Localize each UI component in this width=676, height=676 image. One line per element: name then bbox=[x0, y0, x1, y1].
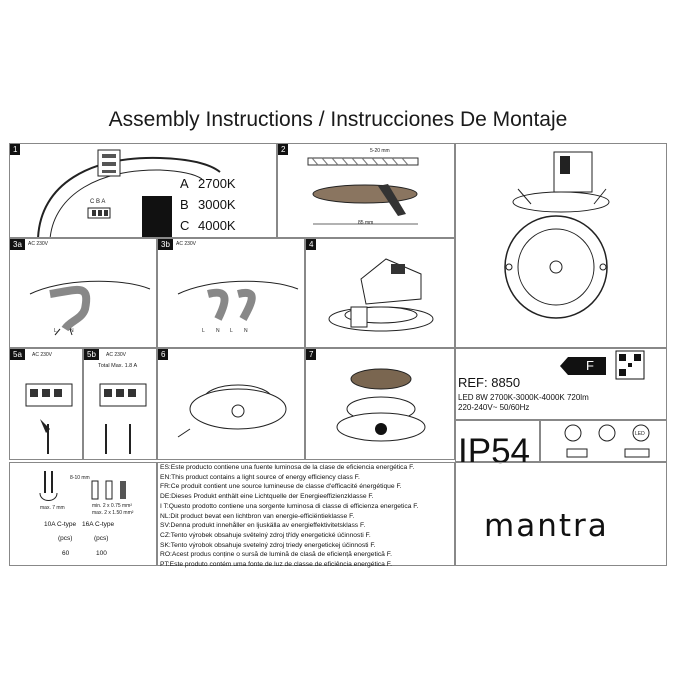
ip-rating: IP54 bbox=[458, 432, 530, 471]
energy-line: PT:Este produto contém uma fonte de luz … bbox=[160, 561, 392, 569]
step-number: 5a bbox=[10, 349, 25, 360]
terminal-block-illustration bbox=[25, 383, 73, 454]
product-ref: REF: 8850 bbox=[458, 375, 521, 390]
ceiling-cutout-illustration bbox=[307, 157, 419, 225]
total-max-label: Total Max. 1.8 A bbox=[98, 363, 138, 369]
icons-panel: LED bbox=[540, 420, 667, 462]
breaker-type-a: 10A C-type bbox=[44, 521, 77, 528]
step-1-panel: 1 C B A bbox=[9, 143, 277, 238]
step-number: 2 bbox=[278, 144, 289, 155]
wire-l-label: L bbox=[54, 328, 57, 334]
energy-line: SK:Tento výrobok obsahuje svetelný zdroj… bbox=[160, 541, 376, 549]
energy-line: I T:Questo prodotto contiene una sorgent… bbox=[160, 502, 419, 510]
energy-line: RO:Acest produs conține o sursă de lumin… bbox=[160, 551, 392, 559]
terminal-block-multi-illustration bbox=[99, 383, 147, 454]
unit-b: (pcs) bbox=[94, 535, 109, 542]
energy-class-badge: F bbox=[586, 358, 594, 373]
product-view-panel bbox=[455, 143, 667, 348]
energy-declaration: ES:Este producto contiene una fuente lum… bbox=[160, 463, 419, 570]
cable-spec-panel: max. 7 mm 8-10 mm min. 2 x 0.75 mm² max.… bbox=[9, 462, 157, 566]
energy-line: CZ:Tento výrobek obsahuje světelný zdroj… bbox=[160, 531, 371, 539]
step-5b-panel: 5b AC 230V Total Max. 1.8 A bbox=[83, 348, 157, 460]
wiring-multi-illustration bbox=[177, 280, 299, 321]
led-specs: LED 8W 2700K-3000K-4000K 720lm 220-240V~… bbox=[458, 393, 589, 413]
ip-panel bbox=[455, 420, 540, 462]
strip-length: max. 7 mm bbox=[40, 505, 65, 511]
step-number: 3b bbox=[158, 239, 173, 250]
voltage-line: 220-240V~ 50/60Hz bbox=[458, 403, 530, 412]
wire-l-label: L bbox=[202, 328, 205, 334]
step-number: 5b bbox=[84, 349, 99, 360]
unit-a: (pcs) bbox=[58, 535, 73, 542]
driver-mount-illustration bbox=[328, 258, 434, 332]
step-3a-panel: 3a AC 230V L N bbox=[9, 238, 157, 348]
energy-line: FR:Ce produit contient une source lumine… bbox=[160, 483, 402, 491]
energy-line: ES:Este producto contiene una fuente lum… bbox=[160, 464, 415, 471]
lamp-top-illustration bbox=[37, 149, 221, 237]
wire-l-label-2: L bbox=[230, 328, 233, 334]
energy-declaration-panel bbox=[157, 462, 455, 566]
insert-lamp-illustration bbox=[177, 384, 287, 438]
energy-line: NL:Dit product bevat een lichtbron van e… bbox=[160, 512, 355, 520]
step-3b-panel: 3b AC 230V L N L N bbox=[157, 238, 305, 348]
step-number: 7 bbox=[306, 349, 317, 360]
compatibility-icons bbox=[564, 424, 650, 458]
energy-line: SV:Denna produkt innehåller en ljuskälla… bbox=[160, 522, 366, 530]
voltage-label: AC 230V bbox=[32, 352, 53, 358]
energy-label-illustration bbox=[560, 350, 645, 380]
voltage-label: AC 230V bbox=[28, 241, 49, 247]
breaker-type-b: 16A C-type bbox=[82, 521, 115, 528]
step-7-panel: 7 bbox=[305, 348, 455, 460]
thickness-label: 5-20 mm bbox=[370, 148, 390, 154]
count-a: 60 bbox=[62, 550, 70, 557]
wire-n-label: N bbox=[70, 328, 74, 334]
led-icon-label: LED bbox=[635, 431, 645, 437]
step-number: 4 bbox=[306, 239, 317, 250]
wire-n-label-2: N bbox=[244, 328, 248, 334]
product-views-illustration bbox=[504, 151, 610, 319]
cutout-label: 85 mm bbox=[358, 220, 374, 226]
push-in-illustration bbox=[336, 368, 426, 442]
count-b: 100 bbox=[96, 550, 107, 557]
step-2-panel: 2 5-20 mm 85 mm bbox=[277, 143, 455, 238]
brand-panel bbox=[455, 462, 667, 566]
wire-n-label: N bbox=[216, 328, 220, 334]
wiring-single-illustration bbox=[29, 280, 151, 336]
product-info-panel: F bbox=[455, 348, 667, 420]
step-4-panel: 4 bbox=[305, 238, 455, 348]
strip-length-2: 8-10 mm bbox=[70, 475, 90, 481]
step-6-panel: 6 bbox=[157, 348, 305, 460]
brand-logo: mantra bbox=[484, 508, 609, 544]
energy-line: DE:Dieses Produkt enthält eine Lichtquel… bbox=[160, 493, 374, 501]
page-title: Assembly Instructions / Instrucciones De… bbox=[108, 108, 568, 131]
switch-letters: C B A bbox=[90, 199, 106, 205]
led-line: LED 8W 2700K-3000K-4000K 720lm bbox=[458, 393, 589, 402]
energy-line: EN:This product contains a light source … bbox=[160, 473, 360, 481]
min-section: min. 2 x 0.75 mm² bbox=[92, 503, 133, 509]
voltage-label: AC 230V bbox=[176, 241, 197, 247]
max-section: max. 2 x 1.50 mm² bbox=[92, 510, 134, 516]
step-number: 3a bbox=[10, 239, 25, 250]
cable-strip-illustration bbox=[39, 471, 126, 501]
voltage-label: AC 230V bbox=[106, 352, 127, 358]
step-5a-panel: 5a AC 230V bbox=[9, 348, 83, 460]
step-number: 6 bbox=[158, 349, 169, 360]
step-number: 1 bbox=[10, 144, 21, 155]
